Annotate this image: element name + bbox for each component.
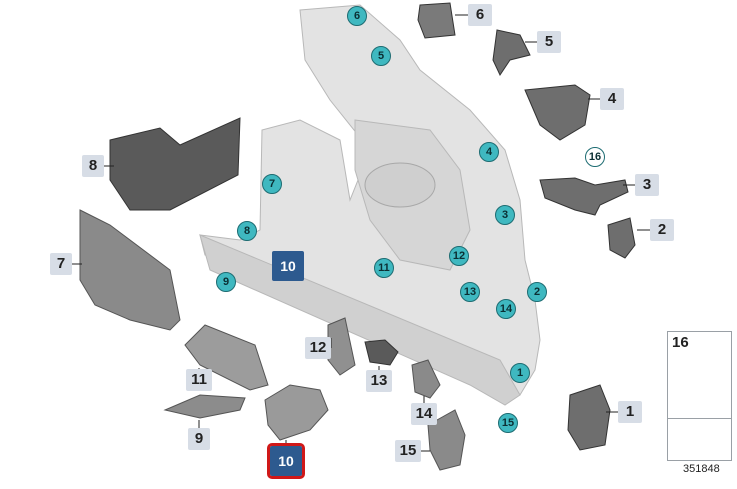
marker-13: 13: [460, 282, 480, 302]
marker-12: 12: [449, 246, 469, 266]
marker-7: 7: [262, 174, 282, 194]
marker-2: 2: [527, 282, 547, 302]
callout-label-9: 9: [188, 428, 210, 450]
callout-label-7: 7: [50, 253, 72, 275]
marker-11: 11: [374, 258, 394, 278]
legend-divider: [668, 418, 731, 419]
part-11-shape: [184, 324, 269, 391]
marker-8: 8: [237, 221, 257, 241]
part-2-shape: [607, 217, 636, 259]
part-8-shape: [109, 117, 241, 211]
shock-tower-shape: [364, 162, 436, 208]
part-14-shape: [411, 359, 441, 399]
marker-14: 14: [496, 299, 516, 319]
marker-4: 4: [479, 142, 499, 162]
part-3-shape: [539, 177, 629, 216]
callout-label-14: 14: [411, 403, 437, 425]
marker-9: 9: [216, 272, 236, 292]
callout-label-13: 13: [366, 370, 392, 392]
callout-label-8: 8: [82, 155, 104, 177]
callout-label-6: 6: [468, 4, 492, 26]
callout-label-3: 3: [635, 174, 659, 196]
part-15-shape: [427, 409, 466, 471]
part-label-10-main: 10: [272, 251, 304, 281]
callout-label-11: 11: [186, 369, 212, 391]
marker-16: 16: [585, 147, 605, 167]
image-id: 351848: [683, 463, 720, 475]
part-13-shape: [364, 339, 399, 366]
marker-15: 15: [498, 413, 518, 433]
legend-number: 16: [672, 334, 689, 351]
callout-label-12: 12: [305, 337, 331, 359]
callout-label-1: 1: [618, 401, 642, 423]
part-label-10-highlighted: 10: [267, 443, 305, 479]
marker-1: 1: [510, 363, 530, 383]
marker-3: 3: [495, 205, 515, 225]
part-4-shape: [524, 84, 591, 141]
legend-box: 16: [667, 331, 732, 461]
part-5-shape: [492, 29, 531, 77]
part-7-shape: [79, 209, 181, 331]
marker-6: 6: [347, 6, 367, 26]
callout-label-2: 2: [650, 219, 674, 241]
part-1-shape: [567, 384, 611, 451]
callout-label-5: 5: [537, 31, 561, 53]
callout-label-4: 4: [600, 88, 624, 110]
part-10-shape: [264, 384, 329, 441]
part-6-shape: [417, 2, 456, 39]
callout-label-15: 15: [395, 440, 421, 462]
marker-5: 5: [371, 46, 391, 66]
part-9-shape: [163, 394, 246, 419]
